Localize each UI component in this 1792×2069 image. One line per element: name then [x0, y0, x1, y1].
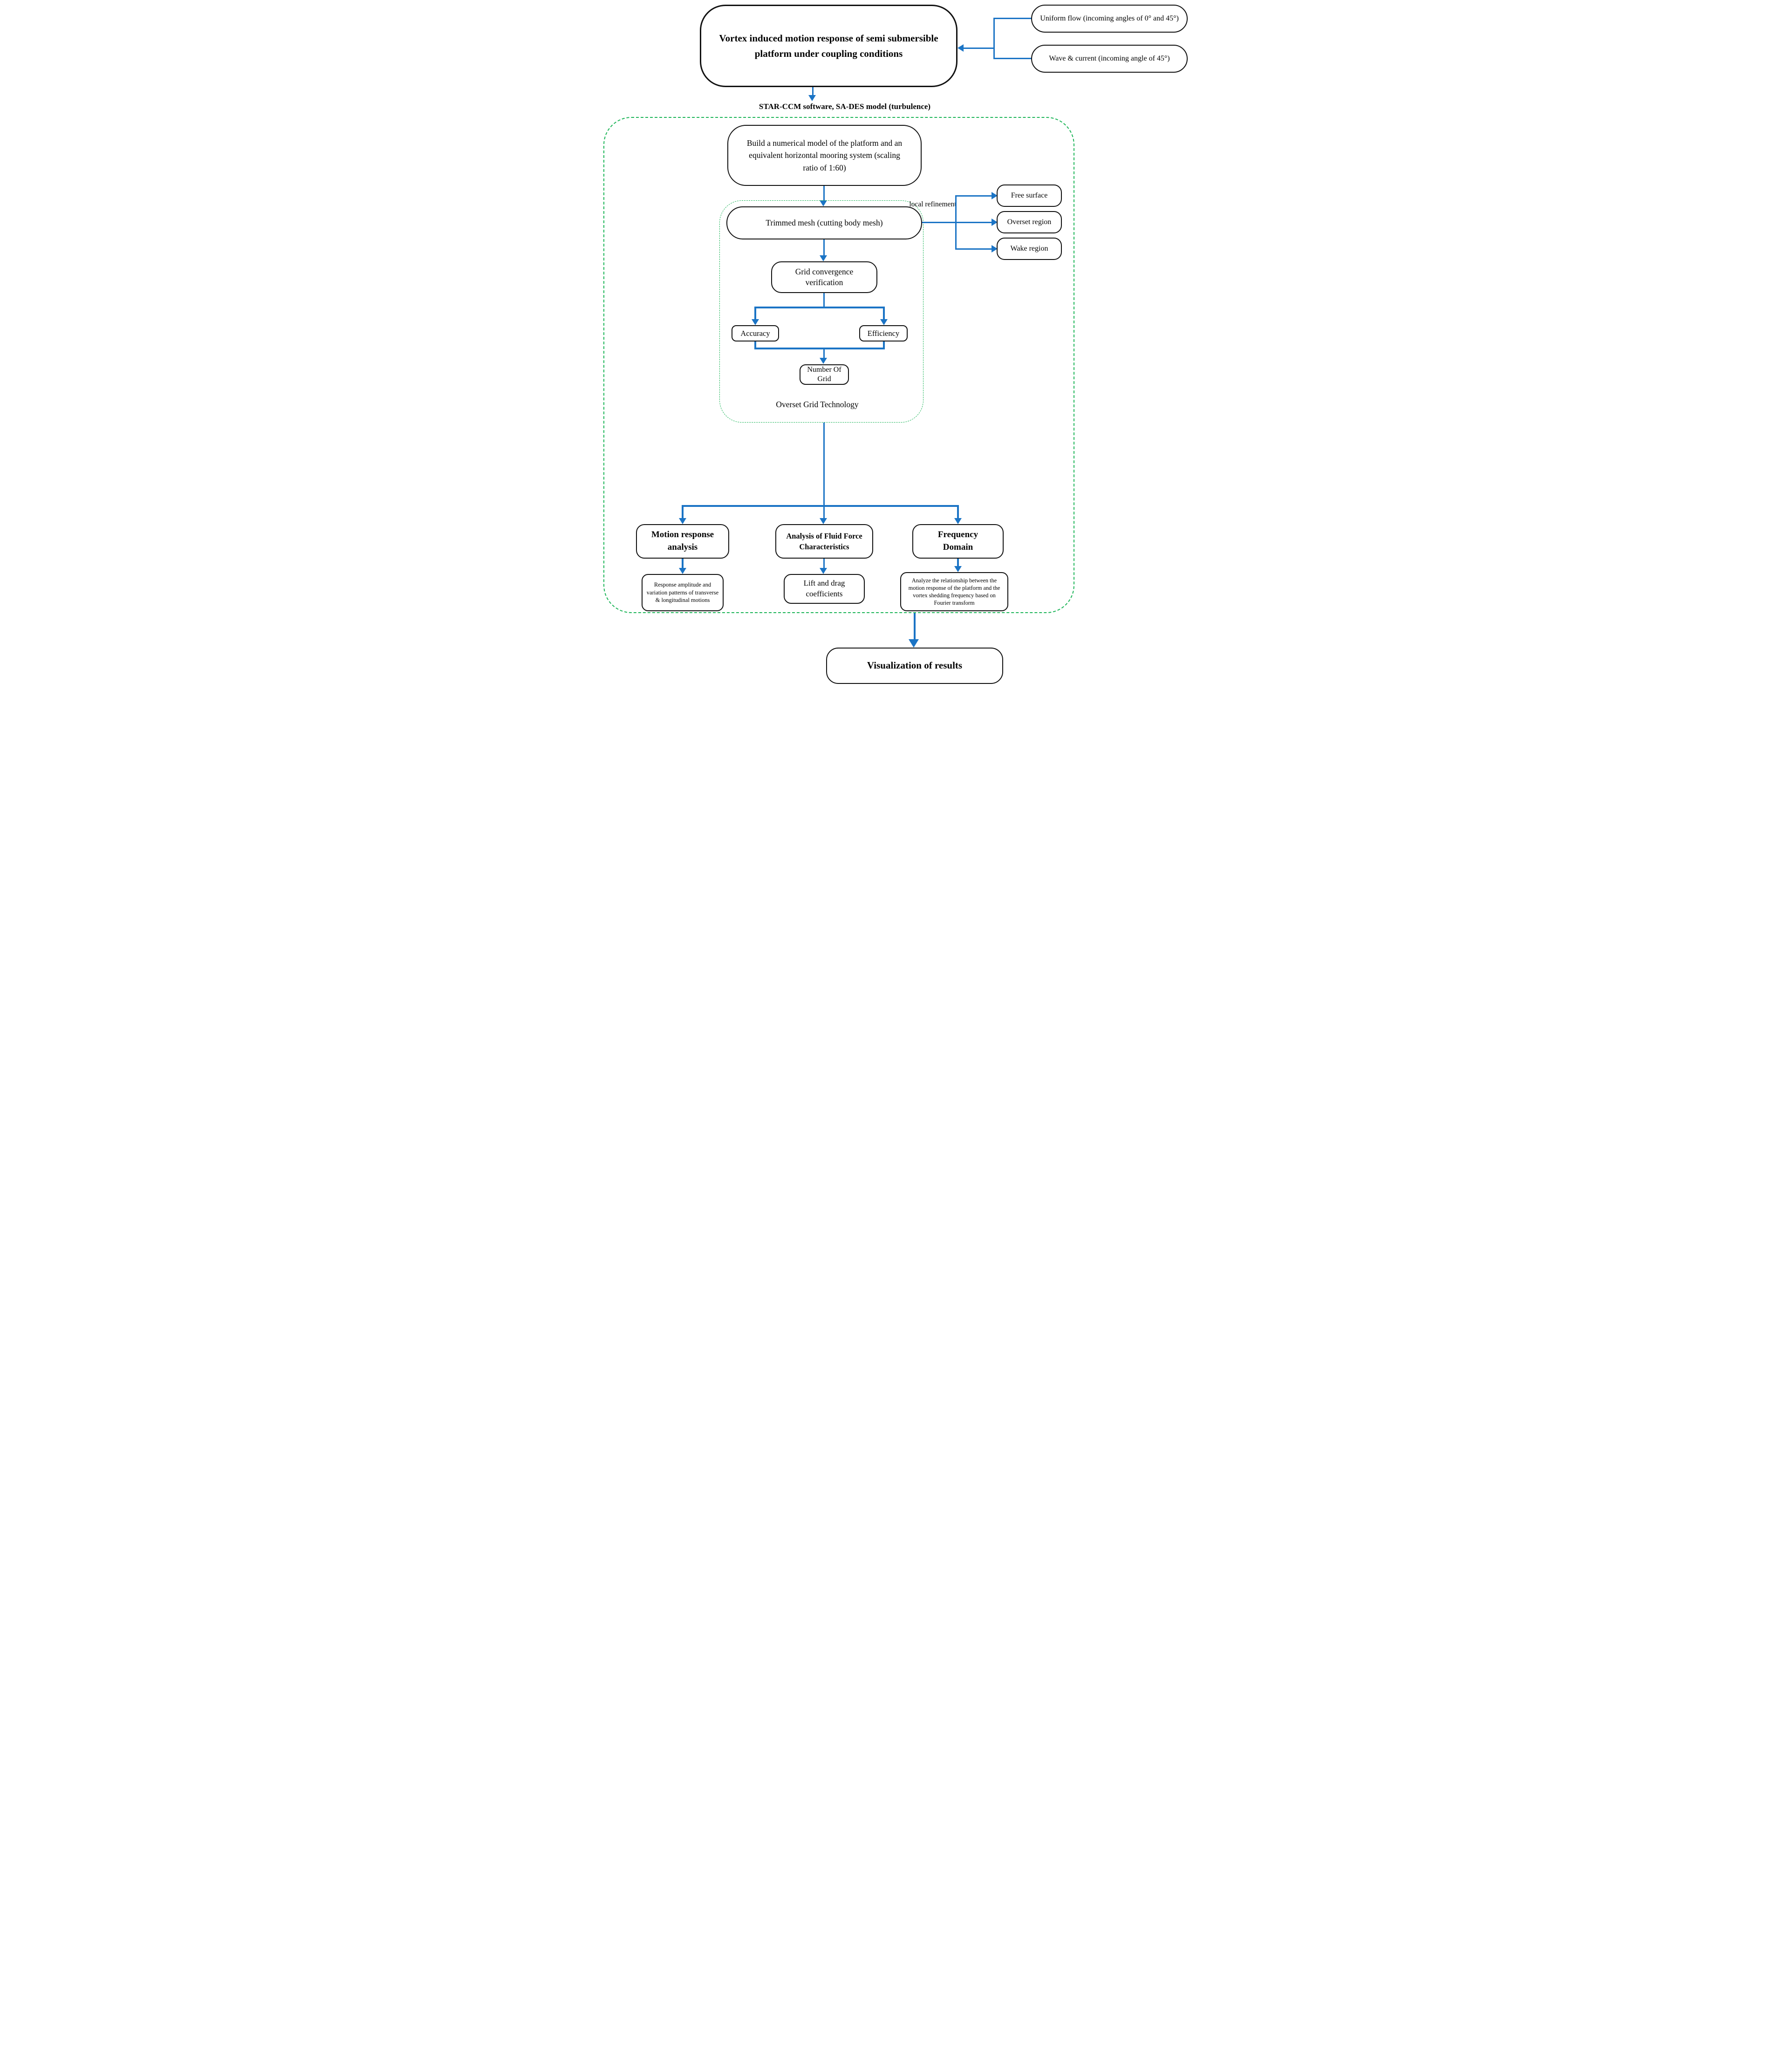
number-of-grid-box: Number Of Grid — [800, 364, 849, 385]
connector-to-free-surface — [956, 195, 992, 197]
arrowhead-down-icon — [909, 639, 919, 648]
arrowhead-down-icon — [954, 566, 962, 572]
connector-input-bracket — [993, 18, 995, 59]
connector-split-right — [883, 307, 885, 320]
connector-final — [914, 613, 916, 640]
flowchart-canvas: Vortex induced motion response of semi s… — [597, 0, 1195, 690]
connector-build-to-trimmed — [823, 186, 825, 201]
arrowhead-down-icon — [752, 319, 759, 325]
arrowhead-left-icon — [958, 44, 964, 52]
connector-join-horizontal — [754, 348, 885, 349]
arrowhead-down-icon — [954, 518, 962, 524]
arrowhead-down-icon — [808, 95, 816, 101]
input-wave-current-box: Wave & current (incoming angle of 45°) — [1031, 45, 1188, 73]
arrowhead-right-icon — [992, 192, 998, 199]
grid-convergence-box: Grid convergence verification — [771, 261, 877, 293]
overset-region-box: Overset region — [997, 211, 1062, 233]
arrowhead-down-icon — [679, 518, 686, 524]
connector-inputs-to-title — [964, 48, 993, 49]
connector-drop-frequency — [957, 505, 959, 519]
connector-section-down — [823, 423, 825, 506]
arrowhead-down-icon — [820, 568, 827, 574]
connector-analyses-horizontal — [682, 505, 959, 507]
input-wave-current-label: Wave & current (incoming angle of 45°) — [1049, 54, 1170, 62]
title-text: Vortex induced motion response of semi s… — [719, 32, 938, 59]
fluid-force-box: Analysis of Fluid Force Characteristics — [775, 524, 873, 559]
connector-frequency-detail — [957, 559, 959, 567]
connector-drop-fluid — [823, 505, 825, 519]
connector-to-overset-region — [956, 222, 992, 223]
trimmed-mesh-box: Trimmed mesh (cutting body mesh) — [726, 206, 922, 239]
connector-split-horizontal — [754, 307, 885, 308]
lift-drag-box: Lift and drag coefficients — [784, 574, 865, 604]
connector-input2-stub — [993, 58, 1031, 59]
arrowhead-down-icon — [820, 200, 827, 206]
efficiency-box: Efficiency — [859, 325, 908, 341]
outer-dashed-container — [603, 117, 1074, 613]
input-uniform-flow-box: Uniform flow (incoming angles of 0° and … — [1031, 5, 1188, 33]
connector-motion-detail — [682, 559, 684, 569]
frequency-domain-box: Frequency Domain — [912, 524, 1004, 559]
accuracy-box: Accuracy — [732, 325, 779, 341]
connector-refinement-bracket — [955, 195, 957, 250]
connector-fluid-detail — [823, 559, 825, 569]
connector-grid-split — [823, 293, 825, 308]
arrowhead-down-icon — [820, 255, 827, 261]
arrowhead-down-icon — [820, 358, 827, 364]
connector-split-left — [754, 307, 756, 320]
connector-drop-motion — [682, 505, 684, 519]
local-refinement-label: local refinement — [909, 200, 957, 208]
build-model-box: Build a numerical model of the platform … — [727, 125, 922, 186]
fourier-analysis-box: Analyze the relationship between the mot… — [900, 572, 1008, 611]
connector-title-down — [812, 87, 814, 95]
connector-input1-stub — [993, 18, 1031, 19]
arrowhead-right-icon — [992, 245, 998, 253]
arrowhead-down-icon — [679, 568, 686, 574]
connector-local-refinement — [922, 222, 956, 223]
arrowhead-down-icon — [820, 518, 827, 524]
software-label: STAR-CCM software, SA-DES model (turbule… — [759, 102, 931, 111]
free-surface-box: Free surface — [997, 184, 1062, 207]
title-box: Vortex induced motion response of semi s… — [700, 5, 958, 87]
wake-region-box: Wake region — [997, 238, 1062, 260]
inner-dashed-container — [719, 200, 923, 423]
connector-join-center — [823, 349, 825, 358]
connector-join-left — [754, 341, 756, 349]
arrowhead-down-icon — [880, 319, 888, 325]
connector-trimmed-to-grid — [823, 239, 825, 256]
arrowhead-right-icon — [992, 219, 998, 226]
overset-grid-technology-label: Overset Grid Technology — [776, 400, 859, 409]
connector-join-right — [883, 341, 885, 349]
connector-to-wake-region — [956, 248, 992, 250]
visualization-box: Visualization of results — [826, 648, 1003, 684]
input-uniform-flow-label: Uniform flow (incoming angles of 0° and … — [1040, 14, 1179, 22]
response-amplitude-box: Response amplitude and variation pattern… — [642, 574, 724, 611]
motion-response-box: Motion response analysis — [636, 524, 729, 559]
